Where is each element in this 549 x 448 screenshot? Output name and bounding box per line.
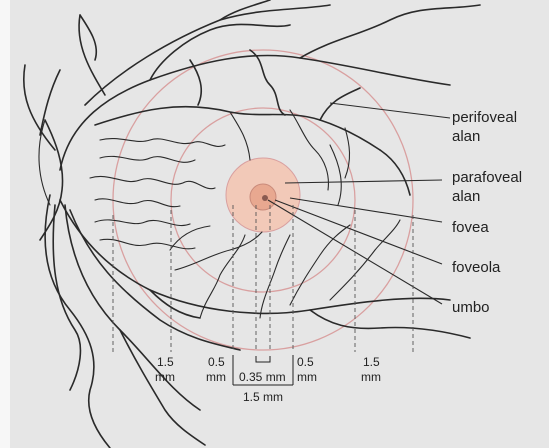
label-umbo: umbo [452,299,490,316]
label-foveola: foveola [452,259,501,276]
page-edge [0,0,10,448]
label-perifoveal-alan: alan [452,128,480,145]
label-fovea: fovea [452,219,489,236]
dim-center: 0.35 mm [239,370,286,384]
leader-perifoveal [330,103,450,118]
dim-right-outer-value: 1.5 [363,355,380,369]
leader-fovea [290,198,442,222]
dim-left-outer-unit: mm [155,370,175,384]
dim-left-inner-value: 0.5 [208,355,225,369]
dim-right-inner-unit: mm [297,370,317,384]
leader-parafoveal [285,180,442,183]
dim-left-inner-unit: mm [206,370,226,384]
umbo-point [262,195,268,201]
label-parafoveal: parafoveal [452,169,522,186]
dim-bottom: 1.5 mm [243,390,283,404]
label-parafoveal-alan: alan [452,188,480,205]
dim-right-inner-value: 0.5 [297,355,314,369]
dim-right-outer-unit: mm [361,370,381,384]
dim-left-outer-value: 1.5 [157,355,174,369]
label-perifoveal: perifoveal [452,109,517,126]
